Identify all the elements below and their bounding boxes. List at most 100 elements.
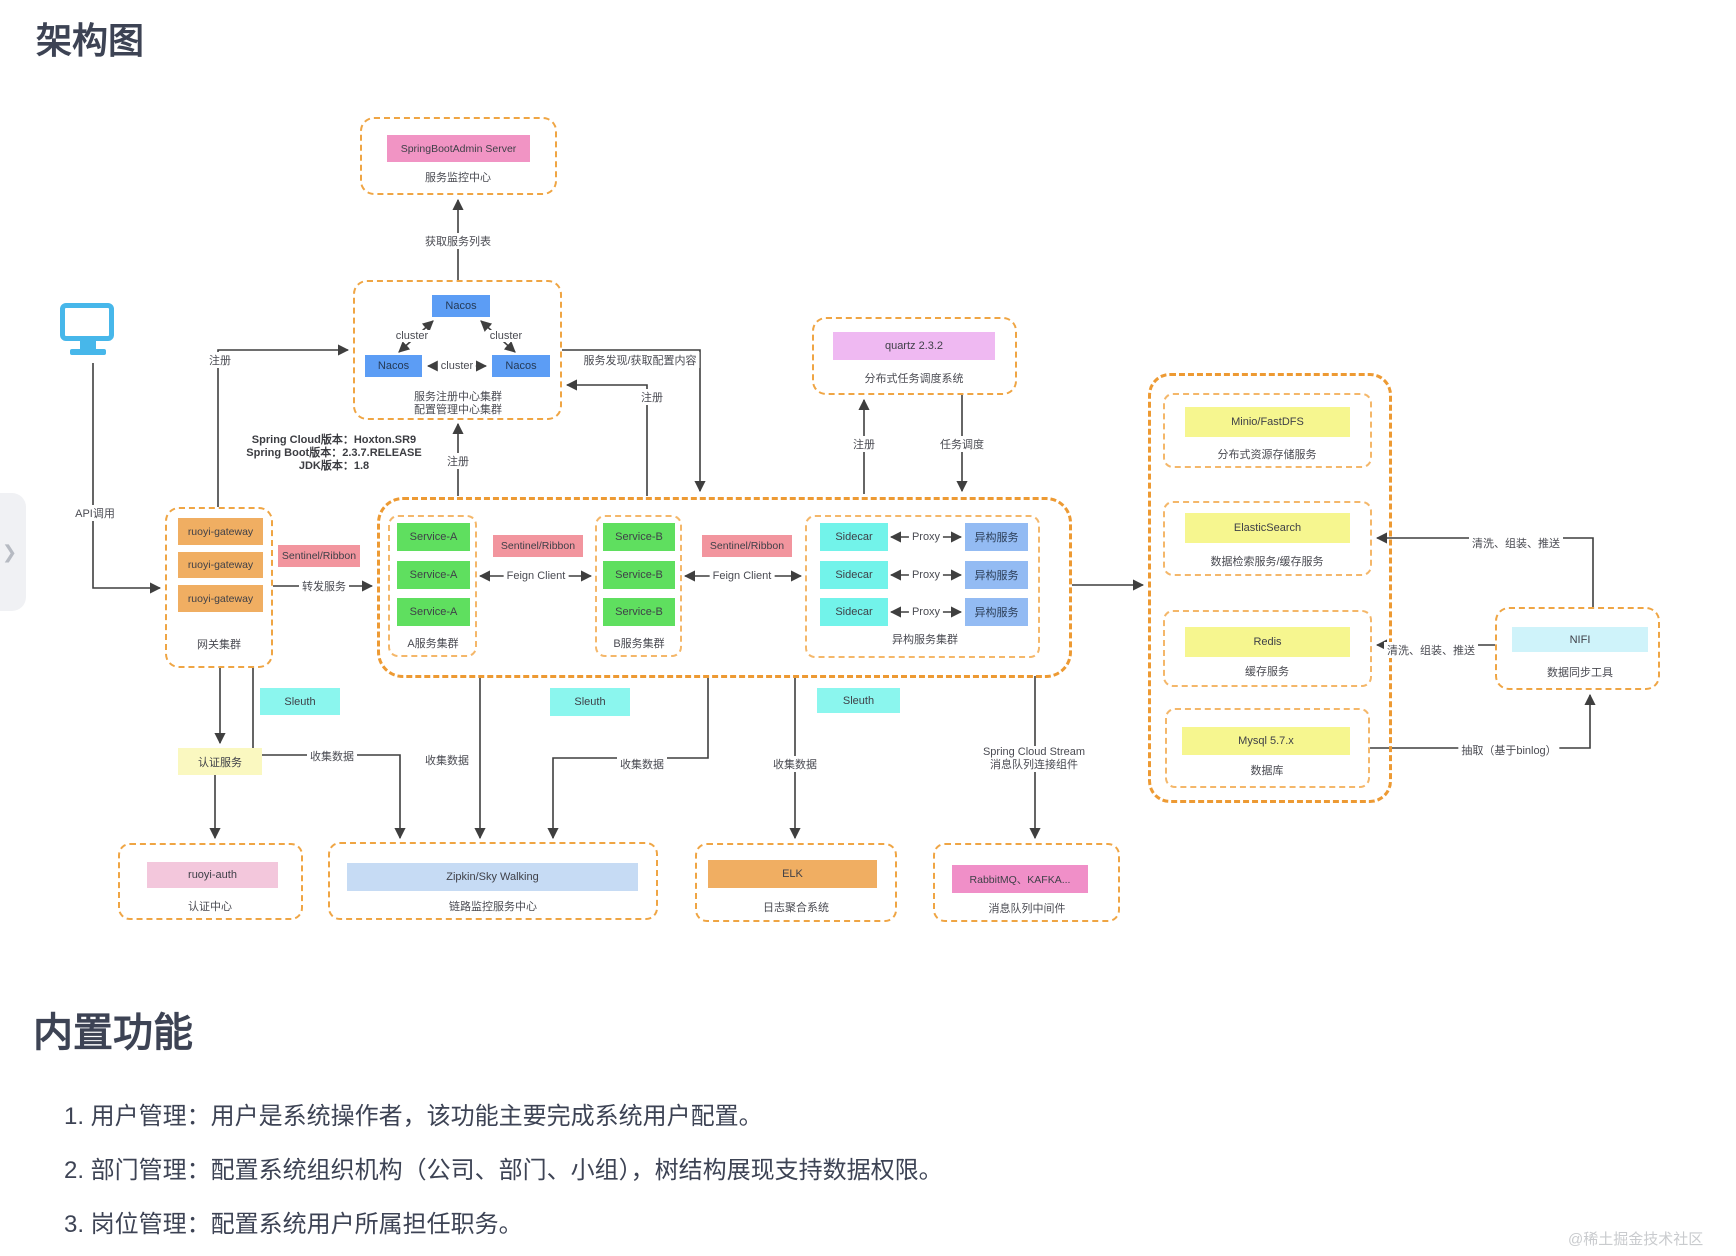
edge-label-clean-push-1: 清洗、组装、推送	[1469, 535, 1563, 551]
edge-label-stream-line2: 消息队列连接组件	[989, 759, 1078, 771]
sidecar-node-1: Sidecar	[820, 523, 888, 551]
nifi-caption: 数据同步工具	[1547, 667, 1613, 679]
service-a-caption: A服务集群	[407, 638, 459, 650]
edge-label-collect-4: 收集数据	[770, 756, 820, 772]
chevron-right-icon: ❯	[2, 541, 18, 562]
edge-label-feign-1: Feign Client	[503, 570, 569, 582]
edge-label-task-schedule: 任务调度	[937, 436, 987, 452]
service-b-node-3: Service-B	[603, 598, 675, 626]
nacos-node-left: Nacos	[365, 355, 422, 377]
elk-caption: 日志聚合系统	[763, 902, 829, 914]
quartz-caption: 分布式任务调度系统	[864, 373, 964, 385]
elk-node: ELK	[708, 860, 877, 888]
monitor-base	[70, 349, 106, 355]
storage-outer-container	[1148, 373, 1392, 803]
nacos-caption-1: 服务注册中心集群	[414, 391, 502, 403]
feature-item-1: 1. 用户管理：用户是系统操作者，该功能主要完成系统用户配置。	[64, 1103, 763, 1130]
edge-label-forward: 转发服务	[299, 578, 349, 594]
carousel-prev-button[interactable]: ❯	[0, 493, 26, 611]
auth-service-node: 认证服务	[178, 748, 262, 775]
edge-label-get-service-list: 获取服务列表	[422, 233, 494, 249]
mq-container	[933, 843, 1120, 922]
edge-label-register-gateway: 注册	[206, 352, 234, 368]
version-line-2: Spring Boot版本：2.3.7.RELEASE	[246, 447, 422, 459]
edge-label-service-discovery: 服务发现/获取配置内容	[580, 352, 700, 368]
edge-label-register-mid: 注册	[444, 453, 472, 469]
quartz-node: quartz 2.3.2	[833, 332, 995, 360]
monitor-center-container	[360, 117, 557, 195]
auth-center-container	[118, 843, 303, 920]
zipkin-container	[328, 842, 658, 920]
gateway-caption: 网关集群	[197, 639, 241, 651]
monitor-center-caption: 服务监控中心	[425, 172, 491, 184]
edge-label-stream-line1: Spring Cloud Stream	[982, 746, 1086, 758]
zipkin-node: Zipkin/Sky Walking	[347, 863, 638, 891]
es-node: ElasticSearch	[1185, 513, 1350, 543]
hetero-cluster-container	[805, 515, 1040, 658]
quartz-container	[812, 317, 1017, 395]
section-title: 内置功能	[33, 1011, 193, 1055]
edge-label-stream: Spring Cloud Stream 消息队列连接组件	[979, 746, 1089, 772]
feature-item-2: 2. 部门管理：配置系统组织机构（公司、部门、小组），树结构展现支持数据权限。	[64, 1157, 943, 1184]
monitor-screen	[60, 303, 114, 341]
redis-node: Redis	[1185, 627, 1350, 657]
edge-label-cluster-right: cluster	[486, 330, 526, 342]
page-title: 架构图	[36, 20, 145, 61]
edge-label-collect-1: 收集数据	[307, 748, 357, 764]
nifi-container	[1495, 607, 1660, 690]
hetero-service-node-2: 异构服务	[965, 561, 1028, 589]
minio-node: Minio/FastDFS	[1185, 407, 1350, 437]
edge-label-collect-3: 收集数据	[617, 756, 667, 772]
minio-caption: 分布式资源存储服务	[1217, 449, 1317, 461]
version-line-3: JDK版本：1.8	[298, 460, 370, 472]
feature-item-3: 3. 岗位管理：配置系统用户所属担任职务。	[64, 1211, 523, 1238]
auth-center-caption: 认证中心	[188, 901, 232, 913]
redis-container	[1163, 610, 1372, 687]
elk-container	[695, 843, 897, 922]
es-container	[1163, 501, 1372, 576]
service-a-node-2: Service-A	[397, 561, 470, 589]
sleuth-node-1: Sleuth	[260, 688, 340, 715]
hetero-caption: 异构服务集群	[892, 634, 958, 646]
client-monitor-icon	[60, 303, 116, 363]
hetero-service-node-3: 异构服务	[965, 598, 1028, 626]
service-a-node-1: Service-A	[397, 523, 470, 551]
service-a-container	[388, 515, 477, 657]
edge-label-cluster-mid: cluster	[437, 360, 477, 372]
edge-label-register-right: 注册	[638, 389, 666, 405]
monitor-neck	[80, 341, 96, 349]
mysql-caption: 数据库	[1250, 765, 1284, 777]
service-a-node-3: Service-A	[397, 598, 470, 626]
watermark: @稀土掘金技术社区	[1568, 1231, 1704, 1248]
nacos-cluster-container	[353, 280, 562, 420]
service-b-container	[595, 515, 682, 657]
sentinel-node-2: Sentinel/Ribbon	[493, 535, 583, 557]
edge-label-cluster-left: cluster	[392, 330, 432, 342]
minio-container	[1163, 393, 1372, 468]
gateway-node-3: ruoyi-gateway	[178, 585, 263, 612]
version-line-1: Spring Cloud版本：Hoxton.SR9	[251, 434, 417, 446]
mq-node: RabbitMQ、KAFKA...	[952, 865, 1088, 893]
ruoyi-auth-node: ruoyi-auth	[147, 862, 278, 888]
edge-label-feign-2: Feign Client	[709, 570, 775, 582]
version-info: Spring Cloud版本：Hoxton.SR9 Spring Boot版本：…	[214, 434, 454, 473]
edge-label-api-call: API调用	[72, 505, 118, 521]
nacos-node-top: Nacos	[432, 295, 490, 317]
edge-label-clean-push-2: 清洗、组装、推送	[1384, 642, 1478, 658]
edge-label-proxy-3: Proxy	[908, 606, 944, 618]
gateway-node-2: ruoyi-gateway	[178, 552, 263, 578]
edge-label-collect-2: 收集数据	[422, 752, 472, 768]
sidecar-node-2: Sidecar	[820, 561, 888, 589]
gateway-node-1: ruoyi-gateway	[178, 518, 263, 545]
edge-label-proxy-1: Proxy	[908, 531, 944, 543]
springbootadmin-node: SpringBootAdmin Server	[387, 135, 530, 162]
service-b-node-1: Service-B	[603, 523, 675, 551]
es-caption: 数据检索服务/缓存服务	[1210, 556, 1324, 568]
sidecar-node-3: Sidecar	[820, 598, 888, 626]
sentinel-node-3: Sentinel/Ribbon	[702, 535, 792, 557]
mysql-container	[1165, 708, 1370, 788]
gateway-cluster-container	[165, 507, 273, 668]
zipkin-caption: 链路监控服务中心	[449, 901, 537, 913]
edge-label-register-quartz: 注册	[850, 436, 878, 452]
